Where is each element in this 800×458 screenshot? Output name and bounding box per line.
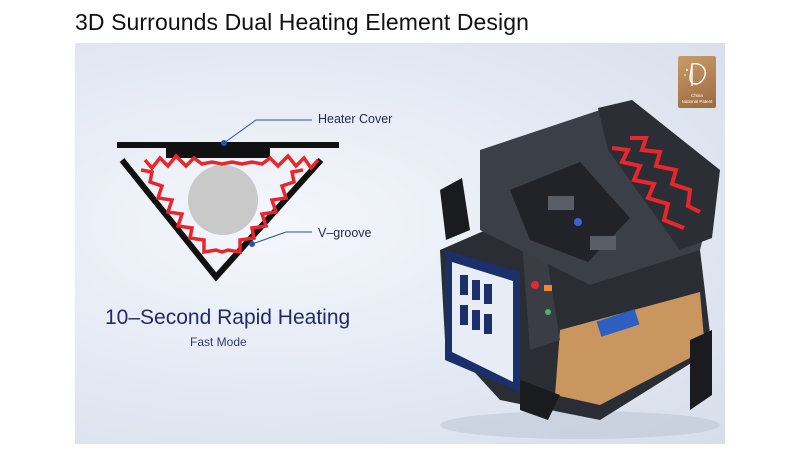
page-title: 3D Surrounds Dual Heating Element Design	[75, 9, 530, 35]
heater-cover-label: Heater Cover	[318, 112, 393, 126]
btn-green	[545, 309, 551, 315]
heater-cover-block	[166, 146, 270, 158]
v-groove-blue-mark	[574, 218, 582, 226]
heater-cover-dot	[221, 140, 227, 146]
heater-cover-leader	[223, 119, 257, 144]
brand-label	[596, 309, 640, 337]
heater-lid	[598, 100, 720, 250]
bumper-left-top	[440, 178, 470, 240]
heater-cover-bar	[117, 142, 339, 148]
screen-bars	[460, 275, 492, 334]
patent-badge-icon	[684, 63, 706, 86]
heating-element-top	[143, 153, 320, 171]
fiber-circle	[188, 165, 258, 235]
v-groove-label: V–groove	[318, 226, 372, 240]
heating-element-v	[140, 168, 304, 255]
v-groove-leader	[251, 231, 287, 245]
patent-badge-line2: National Patent	[681, 99, 713, 104]
fiber-clamp-2	[590, 236, 616, 250]
machine-side-copper	[555, 292, 705, 405]
fiber-clamp-1	[548, 196, 574, 210]
btn-red	[531, 281, 539, 289]
bumper-front	[520, 380, 560, 420]
subheadline: Fast Mode	[190, 335, 247, 349]
btn-orange	[544, 285, 552, 291]
patent-badge-line1: China	[691, 93, 703, 98]
machine-heating-element-1	[611, 146, 685, 230]
machine-heating-element-2	[630, 136, 701, 214]
bumper-right	[690, 330, 712, 410]
headline: 10–Second Rapid Heating	[105, 306, 351, 329]
v-groove-dot	[249, 241, 255, 247]
machine-shadow	[440, 411, 720, 439]
patent-badge: China National Patent	[678, 56, 716, 108]
